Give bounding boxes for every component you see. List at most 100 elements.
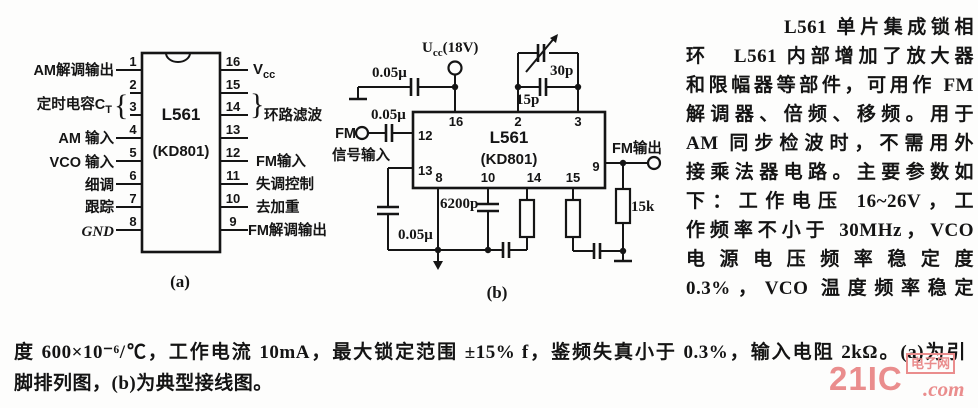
- bypass-cap-value: 0.05μ: [372, 65, 407, 81]
- caption-a: (a): [170, 272, 190, 291]
- diagram-a-pinout: 1 2 3 4 5 6 7 8 AM解调输出 定时电容CT { AM 输入 VC…: [33, 51, 327, 291]
- text-line: 下：工作电压 16~26V，工: [686, 191, 974, 212]
- left-brace: {: [114, 89, 128, 122]
- pin-number-8: 8: [129, 214, 136, 229]
- text-line: 作频率不小于 30MHz，VCO: [686, 220, 974, 241]
- pin-stubs-left: 1 2 3 4 5 6 7 8: [116, 54, 142, 231]
- pin-14: 14: [527, 170, 542, 185]
- ic-box: L561 (KD801) 16 2 3 12 13 8 10 14 15 9: [411, 110, 607, 190]
- pin-11-label: 失调控制: [256, 175, 314, 193]
- caption-b: (b): [487, 283, 508, 302]
- diagram-b-circuit: L561 (KD801) 16 2 3 12 13 8 10 14 15 9 U…: [332, 34, 662, 302]
- text-line: 和限幅器等部件，可用作 FM: [686, 75, 974, 96]
- pin-number-11: 11: [226, 168, 240, 183]
- pin-12: 12: [418, 128, 432, 143]
- text-line: 电源电压频率稳定度: [686, 249, 974, 270]
- pin-number-12: 12: [226, 145, 240, 160]
- fm-in-label-2: 信号输入: [332, 146, 390, 164]
- pin-number-5: 5: [129, 145, 136, 160]
- right-text-column: L561 单片集成锁相 环 L561 内部增加了放大器 和限幅器等部件，可用作 …: [686, 13, 974, 303]
- pin13-cap-value: 0.05μ: [398, 227, 433, 243]
- timing-cap-label: 定时电容CT: [37, 95, 112, 116]
- pin-number-4: 4: [129, 122, 137, 137]
- pin-number-1: 1: [129, 54, 136, 69]
- resistor-15k: [614, 187, 632, 225]
- ground-arrow: [433, 261, 443, 270]
- fm-input: FM 信号输入 0.05μ: [332, 107, 413, 164]
- pin15-resistor: [564, 188, 623, 259]
- pin-number-16: 16: [226, 54, 240, 69]
- text-line: 解调器、倍频、移频。用于: [686, 104, 974, 125]
- output-network: FM输出 15k: [605, 139, 662, 263]
- pin-8: 8: [435, 170, 442, 185]
- text-line: L561 单片集成锁相: [784, 17, 974, 38]
- ucc-terminal: [447, 60, 463, 76]
- pin-4-label: AM 输入: [58, 129, 114, 147]
- chip-name-line1: L561: [490, 128, 529, 147]
- variable-cap-arrow: [525, 35, 557, 73]
- pin-number-7: 7: [129, 191, 136, 206]
- watermark-box-label: 电子网: [906, 353, 956, 374]
- right-brace: }: [250, 88, 264, 121]
- watermark-21ic-text: 21IC: [829, 360, 903, 397]
- bottom-text-block: 度 600×10⁻⁶/℃，工作电流 10mA，最大锁定范围 ±15% f，鉴频失…: [14, 337, 966, 399]
- chip-name: L561 (KD801): [153, 105, 210, 160]
- tank-circuit: 15p 30p: [514, 34, 582, 112]
- watermark-21ic-logo: 21IC 电子网 .com: [828, 351, 978, 407]
- pin-number-10: 10: [226, 191, 240, 206]
- text-line: 接乘法器电路。主要参数如: [686, 162, 974, 183]
- fm-out-label: FM输出: [612, 139, 662, 157]
- pin-number-3: 3: [129, 99, 136, 114]
- text-line: 度 600×10⁻⁶/℃，工作电流 10mA，最大锁定范围 ±15% f，鉴频失…: [14, 342, 966, 363]
- fm-in-terminal: [354, 125, 370, 141]
- pin-number-15: 15: [226, 77, 240, 92]
- pin-number-6: 6: [129, 168, 136, 183]
- pin-15: 15: [566, 170, 580, 185]
- pin-stubs-right: 16 15 14 13 12 11 10 9: [220, 54, 248, 231]
- pin-labels-right: Vcc } 环路滤波 FM输入 失调控制 去加重 FM解调输出: [248, 61, 327, 239]
- chip-name-line2: (KD801): [481, 151, 538, 168]
- supply-ucc: Ucc(18V): [422, 40, 478, 112]
- pin-3: 3: [574, 114, 581, 129]
- bypass-capacitor: 0.05μ: [349, 65, 452, 101]
- text-line: 脚排列图，(b)为典型接线图。: [14, 373, 273, 394]
- pin13-branch: 0.05μ: [377, 167, 433, 250]
- junction-dot: [451, 83, 459, 91]
- input-cap-value: 0.05μ: [371, 107, 406, 123]
- ucc-label: Ucc(18V): [422, 40, 478, 59]
- pin14-resistor: [518, 188, 536, 250]
- chip-name-line1: L561: [162, 105, 201, 124]
- ic-notch: [165, 52, 191, 63]
- pin-number-9: 9: [229, 214, 236, 229]
- bottom-rail: 6200p: [388, 188, 527, 270]
- pin-16: 16: [449, 114, 463, 129]
- text-line: 环 L561 内部增加了放大器: [686, 46, 974, 67]
- chip-name-line2: (KD801): [153, 143, 210, 160]
- pin-10: 10: [481, 170, 495, 185]
- vcc-label: Vcc: [253, 61, 275, 81]
- text-line: AM 同步检波时，不需用外: [686, 133, 974, 154]
- loop-filter-label: 环路滤波: [264, 106, 322, 124]
- fixed-cap-value: 15p: [516, 92, 539, 108]
- fm-in-label-1: FM: [335, 126, 356, 142]
- out-res-value: 15k: [631, 199, 655, 215]
- text-line: 0.3%，VCO 温度频率稳定: [686, 278, 974, 299]
- pin-13: 13: [418, 163, 432, 178]
- ic-package-outline: [140, 51, 222, 254]
- pin-7-label: 跟踪: [85, 198, 114, 216]
- pin-6-label: 细调: [85, 176, 114, 194]
- watermark-com-text: .com: [923, 377, 965, 401]
- pin-number-14: 14: [226, 99, 241, 114]
- pin-5-label: VCO 输入: [50, 153, 115, 171]
- pin-labels-left: AM解调输出 定时电容CT { AM 输入 VCO 输入 细调 跟踪 GND: [33, 61, 128, 240]
- pin10-cap-value: 6200p: [440, 196, 478, 212]
- fm-out-terminal: [646, 155, 662, 171]
- var-cap-value: 30p: [550, 63, 573, 79]
- pin-number-13: 13: [226, 122, 240, 137]
- pin-12-label: FM输入: [256, 152, 306, 170]
- pin-8-gnd-label: GND: [82, 224, 115, 240]
- pin-9: 9: [592, 159, 599, 174]
- pin-2: 2: [514, 114, 521, 129]
- pin-10-label: 去加重: [256, 198, 300, 216]
- pin-1-label: AM解调输出: [33, 61, 114, 79]
